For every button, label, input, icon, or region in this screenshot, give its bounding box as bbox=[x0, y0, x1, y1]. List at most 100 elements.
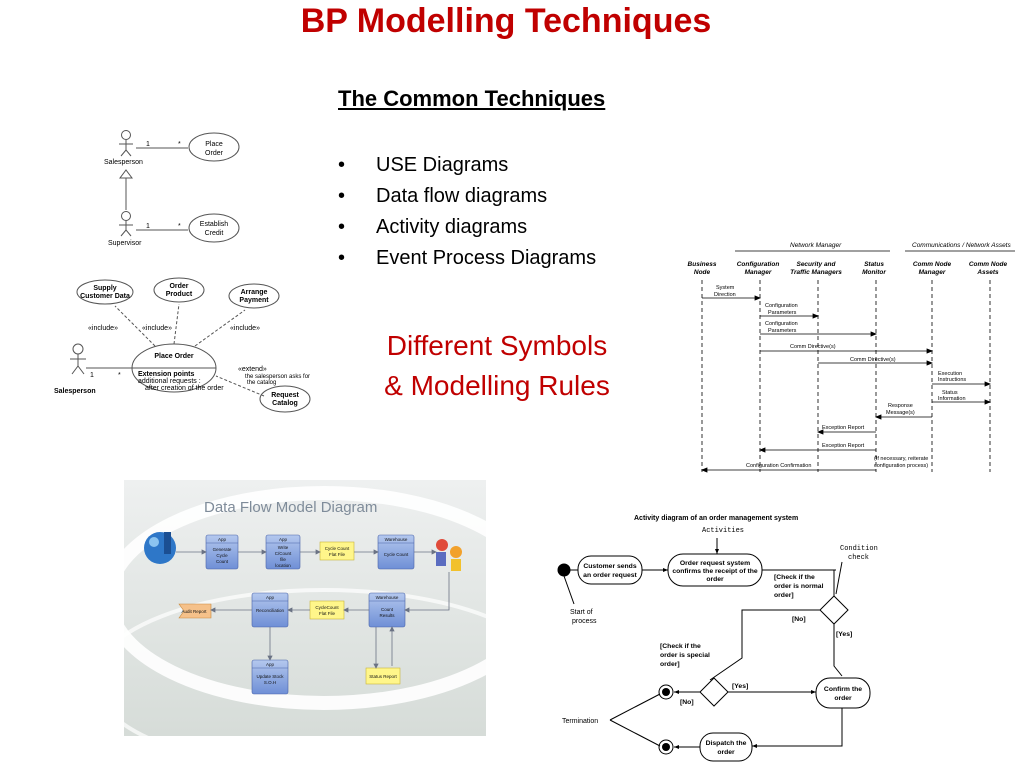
svg-text:Execution: Execution bbox=[938, 371, 962, 377]
highlight-text: Different Symbols & Modelling Rules bbox=[384, 330, 610, 401]
start-node-icon bbox=[557, 563, 571, 577]
svg-text:Count: Count bbox=[216, 559, 229, 564]
globe-icon bbox=[144, 532, 176, 564]
use-case-place-order bbox=[188, 132, 240, 162]
list-item: •Activity diagrams bbox=[338, 216, 528, 238]
svg-text:after creation of the order: after creation of the order bbox=[145, 385, 224, 392]
svg-text:App: App bbox=[266, 662, 275, 667]
svg-text:[Check if the: [Check if the bbox=[660, 643, 701, 650]
svg-text:Business: Business bbox=[688, 261, 717, 268]
svg-text:(If necessary, reiterate: (If necessary, reiterate bbox=[874, 456, 928, 462]
svg-text:Monitor: Monitor bbox=[862, 269, 886, 276]
event-process-diagram: Network Manager Communications / Network… bbox=[688, 242, 1015, 473]
svg-text:Reconciliation: Reconciliation bbox=[256, 608, 285, 613]
svg-text:Communications / Network Asset: Communications / Network Assets bbox=[912, 242, 1011, 249]
svg-text:file: file bbox=[280, 557, 286, 562]
svg-text:Arrange: Arrange bbox=[241, 289, 268, 296]
svg-text:[No]: [No] bbox=[792, 616, 806, 623]
svg-text:[Yes]: [Yes] bbox=[732, 683, 748, 690]
svg-text:Credit: Credit bbox=[205, 230, 224, 237]
svg-text:Message(s): Message(s) bbox=[886, 410, 915, 416]
svg-text:Supply: Supply bbox=[93, 285, 116, 292]
data-flow-diagram: Data Flow Model Diagram bbox=[124, 480, 486, 736]
svg-text:Manager: Manager bbox=[919, 269, 946, 276]
svg-text:Information: Information bbox=[938, 396, 966, 402]
svg-text:Warehouse: Warehouse bbox=[385, 537, 408, 542]
svg-text:Exception Report: Exception Report bbox=[822, 443, 865, 449]
svg-text:CycleCount: CycleCount bbox=[315, 605, 339, 610]
svg-text:confirms the receipt of the: confirms the receipt of the bbox=[672, 568, 758, 575]
svg-text:Extension points: Extension points bbox=[138, 371, 195, 378]
people-icon bbox=[436, 539, 462, 571]
svg-text:Cycle: Cycle bbox=[216, 553, 228, 558]
svg-text:Generate: Generate bbox=[213, 547, 232, 552]
svg-text:Order request system: Order request system bbox=[680, 560, 750, 567]
svg-text:Status Report: Status Report bbox=[369, 674, 397, 679]
svg-text:Results: Results bbox=[379, 613, 395, 618]
svg-text:Cycle Count: Cycle Count bbox=[384, 552, 409, 557]
list-item: •Event Process Diagrams bbox=[338, 247, 597, 269]
svg-text:Catalog: Catalog bbox=[272, 400, 298, 407]
svg-text:order: order bbox=[706, 576, 724, 583]
svg-text:Response: Response bbox=[888, 403, 913, 409]
svg-text:C/Count: C/Count bbox=[275, 551, 292, 556]
svg-text:*: * bbox=[118, 372, 121, 379]
svg-text:location: location bbox=[275, 563, 291, 568]
svg-text:Configuration Confirmation: Configuration Confirmation bbox=[746, 463, 811, 469]
svg-text:Confirm the: Confirm the bbox=[824, 686, 862, 693]
svg-text:[Yes]: [Yes] bbox=[836, 631, 852, 638]
svg-text:Start of: Start of bbox=[570, 609, 593, 616]
svg-text:Traffic Managers: Traffic Managers bbox=[790, 269, 842, 276]
svg-text:the catalog: the catalog bbox=[247, 380, 276, 386]
svg-text:Request: Request bbox=[271, 392, 299, 399]
technique-list: •USE Diagrams •Data flow diagrams •Activ… bbox=[338, 150, 596, 274]
svg-text:configuration process): configuration process) bbox=[874, 463, 928, 469]
svg-text:1: 1 bbox=[146, 223, 150, 230]
svg-text:Exception Report: Exception Report bbox=[822, 425, 865, 431]
svg-text:S.O.H: S.O.H bbox=[264, 680, 276, 685]
svg-text:order: order bbox=[834, 695, 852, 702]
use-case-diagram-extended: Supply Customer Data Order Product Arran… bbox=[54, 277, 311, 413]
svg-text:order]: order] bbox=[774, 592, 794, 599]
end-node-icon bbox=[658, 739, 674, 755]
svg-text:Write: Write bbox=[278, 545, 289, 550]
svg-text:App: App bbox=[266, 595, 275, 600]
svg-text:the salesperson asks for: the salesperson asks for bbox=[245, 374, 310, 380]
svg-text:Order: Order bbox=[169, 283, 188, 290]
svg-text:Comm Directive(s): Comm Directive(s) bbox=[850, 357, 896, 363]
svg-text:process: process bbox=[572, 618, 597, 625]
svg-text:*: * bbox=[178, 223, 181, 230]
svg-text:Parameters: Parameters bbox=[768, 328, 797, 334]
svg-text:Direction: Direction bbox=[714, 292, 736, 298]
actor-head-icon bbox=[121, 130, 131, 140]
svg-text:1: 1 bbox=[90, 372, 94, 379]
list-item: •USE Diagrams bbox=[338, 154, 509, 176]
svg-text:Manager: Manager bbox=[745, 269, 772, 276]
svg-text:Customer Data: Customer Data bbox=[80, 293, 130, 300]
svg-text:Supervisor: Supervisor bbox=[108, 240, 142, 247]
svg-text:Salesperson: Salesperson bbox=[54, 388, 96, 395]
svg-text:order is special: order is special bbox=[660, 652, 710, 659]
svg-text:Activity diagram of an order m: Activity diagram of an order management … bbox=[634, 515, 798, 522]
svg-text:Count: Count bbox=[381, 607, 394, 612]
svg-text:«extend»: «extend» bbox=[238, 366, 267, 373]
svg-text:Parameters: Parameters bbox=[768, 310, 797, 316]
slide-title: BP Modelling Techniques bbox=[300, 2, 712, 40]
svg-text:Comm Directive(s): Comm Directive(s) bbox=[790, 344, 836, 350]
svg-text:[No]: [No] bbox=[680, 699, 694, 706]
svg-text:Node: Node bbox=[694, 269, 711, 276]
svg-text:Condition: Condition bbox=[840, 545, 878, 553]
svg-text:Configuration: Configuration bbox=[765, 321, 798, 327]
end-node-icon bbox=[658, 684, 674, 700]
svg-text:Status: Status bbox=[864, 261, 884, 268]
svg-text:Configuration: Configuration bbox=[737, 261, 780, 268]
svg-text:«include»: «include» bbox=[88, 325, 118, 332]
svg-text:Network Manager: Network Manager bbox=[790, 242, 842, 249]
svg-text:Comm Node: Comm Node bbox=[913, 261, 952, 268]
section-heading: The Common Techniques bbox=[338, 86, 606, 111]
activity-diagram: Activity diagram of an order management … bbox=[557, 515, 878, 762]
list-item: •Data flow diagrams bbox=[338, 185, 548, 207]
svg-text:Product: Product bbox=[166, 291, 193, 298]
svg-text:Activities: Activities bbox=[702, 527, 744, 535]
svg-text:Dispatch the: Dispatch the bbox=[706, 740, 747, 747]
